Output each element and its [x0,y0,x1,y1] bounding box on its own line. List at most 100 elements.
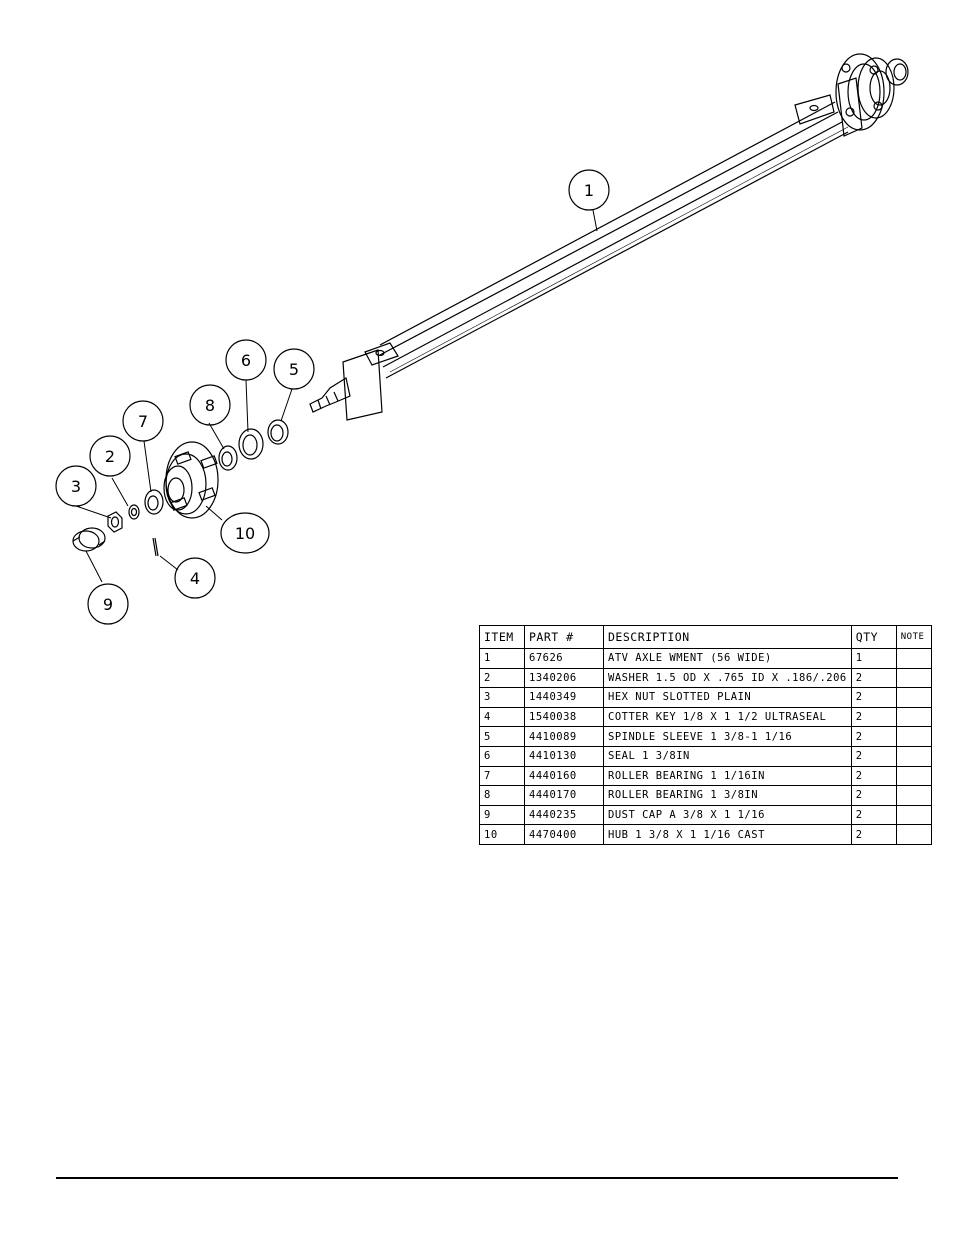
bom-header-description: DESCRIPTION [603,625,852,649]
bom-header-part: PART # [524,625,604,649]
bom-cell-note [895,824,932,845]
bom-cell-qty: 2 [850,667,897,689]
svg-text:3: 3 [71,477,81,496]
cotter-key-4 [152,537,159,557]
bill-of-materials-table: ITEM PART # DESCRIPTION QTY NOTE 1 67626… [479,625,932,845]
table-row: 6 4410130 SEAL 1 3/8IN 2 [479,745,932,767]
svg-text:4: 4 [190,569,200,588]
svg-text:9: 9 [103,595,113,614]
hub-10 [163,441,219,519]
bom-cell-qty: 1 [850,648,897,669]
bom-cell-item: 3 [479,687,525,708]
svg-text:10: 10 [235,524,255,543]
bom-header-row: ITEM PART # DESCRIPTION QTY NOTE [479,625,932,649]
bom-cell-part: 67626 [524,648,604,669]
footer-rule [56,1177,898,1179]
table-row: 7 4440160 ROLLER BEARING 1 1/16IN 2 [479,765,932,787]
bom-header-note: NOTE [895,625,932,649]
svg-text:2: 2 [105,447,115,466]
spindle-sleeve-5 [267,419,289,445]
leader-lines [75,209,598,583]
bom-cell-description: WASHER 1.5 OD X .765 ID X .186/.206 [603,667,852,689]
washer-2 [128,504,140,520]
bom-cell-item: 2 [479,667,525,689]
bom-cell-description: HUB 1 3/8 X 1 1/16 CAST [603,824,852,845]
bom-cell-note [895,804,932,826]
bom-cell-qty: 2 [850,726,897,747]
bom-cell-part: 4410130 [524,745,604,767]
balloon-2: 2 [89,435,131,477]
bom-cell-item: 9 [479,804,525,826]
balloon-5: 5 [273,348,315,390]
svg-text:5: 5 [289,360,299,379]
bom-cell-item: 7 [479,765,525,787]
bom-cell-qty: 2 [850,745,897,767]
seal-6 [238,428,264,460]
bom-cell-description: SEAL 1 3/8IN [603,745,852,767]
bom-cell-description: ROLLER BEARING 1 3/8IN [603,785,852,806]
bom-cell-note [895,785,932,806]
bom-cell-part: 4440235 [524,804,604,826]
bom-cell-note [895,687,932,708]
bom-cell-qty: 2 [850,765,897,787]
bom-cell-qty: 2 [850,706,897,728]
bom-cell-qty: 2 [850,785,897,806]
bom-cell-description: HEX NUT SLOTTED PLAIN [603,687,852,708]
bom-header-qty: QTY [850,625,897,649]
bom-header-item: ITEM [479,625,525,649]
bom-cell-part: 4410089 [524,726,604,747]
bom-cell-item: 8 [479,785,525,806]
balloon-8: 8 [189,384,231,426]
table-row: 1 67626 ATV AXLE WMENT (56 WIDE) 1 [479,648,932,669]
bom-cell-note [895,745,932,767]
balloon-1: 1 [568,169,610,211]
bom-cell-part: 1440349 [524,687,604,708]
svg-text:7: 7 [138,412,148,431]
bom-cell-item: 6 [479,745,525,767]
bom-cell-note [895,667,932,689]
svg-text:8: 8 [205,396,215,415]
table-row: 10 4470400 HUB 1 3/8 X 1 1/16 CAST 2 [479,824,932,845]
balloon-9: 9 [87,583,129,625]
bom-cell-item: 5 [479,726,525,747]
bom-cell-note [895,648,932,669]
svg-text:6: 6 [241,351,251,370]
bom-cell-part: 4470400 [524,824,604,845]
bom-cell-note [895,765,932,787]
table-row: 9 4440235 DUST CAP A 3/8 X 1 1/16 2 [479,804,932,826]
table-row: 3 1440349 HEX NUT SLOTTED PLAIN 2 [479,687,932,708]
balloon-4: 4 [174,557,216,599]
roller-bearing-8 [218,445,238,471]
table-row: 5 4410089 SPINDLE SLEEVE 1 3/8-1 1/16 2 [479,726,932,747]
bom-cell-description: ATV AXLE WMENT (56 WIDE) [603,648,852,669]
svg-text:1: 1 [584,181,594,200]
bom-cell-description: DUST CAP A 3/8 X 1 1/16 [603,804,852,826]
dust-cap-9 [72,527,106,552]
balloon-7: 7 [122,400,164,442]
bom-cell-qty: 2 [850,824,897,845]
table-row: 8 4440170 ROLLER BEARING 1 3/8IN 2 [479,785,932,806]
roller-bearing-7 [144,489,164,515]
bom-cell-part: 4440170 [524,785,604,806]
hex-nut-3 [107,511,123,533]
balloon-6: 6 [225,339,267,381]
axle-tube [377,101,849,379]
bom-cell-description: SPINDLE SLEEVE 1 3/8-1 1/16 [603,726,852,747]
balloon-3: 3 [55,465,97,507]
bom-cell-part: 4440160 [524,765,604,787]
bom-cell-part: 1540038 [524,706,604,728]
bom-cell-item: 1 [479,648,525,669]
bom-cell-note [895,726,932,747]
right-hub-assembly [794,53,909,137]
bom-cell-note [895,706,932,728]
bom-cell-item: 10 [479,824,525,845]
table-row: 4 1540038 COTTER KEY 1/8 X 1 1/2 ULTRASE… [479,706,932,728]
table-row: 2 1340206 WASHER 1.5 OD X .765 ID X .186… [479,667,932,689]
bom-cell-description: COTTER KEY 1/8 X 1 1/2 ULTRASEAL [603,706,852,728]
bom-cell-item: 4 [479,706,525,728]
bom-cell-qty: 2 [850,804,897,826]
balloon-10: 10 [220,512,270,554]
bom-cell-qty: 2 [850,687,897,708]
bom-cell-part: 1340206 [524,667,604,689]
